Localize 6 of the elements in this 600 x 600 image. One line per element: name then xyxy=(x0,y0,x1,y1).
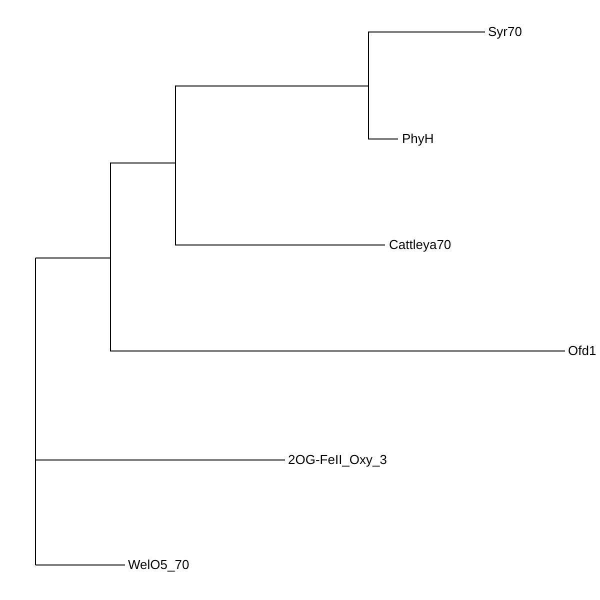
leaf-label: WelO5_70 xyxy=(128,557,190,573)
leaf-label: Cattleya70 xyxy=(389,237,452,253)
leaf-label: Syr70 xyxy=(488,24,522,40)
leaf-label: PhyH xyxy=(402,131,434,147)
leaf-label: Ofd1 xyxy=(568,343,596,359)
leaf-label: 2OG-FeII_Oxy_3 xyxy=(288,452,387,468)
